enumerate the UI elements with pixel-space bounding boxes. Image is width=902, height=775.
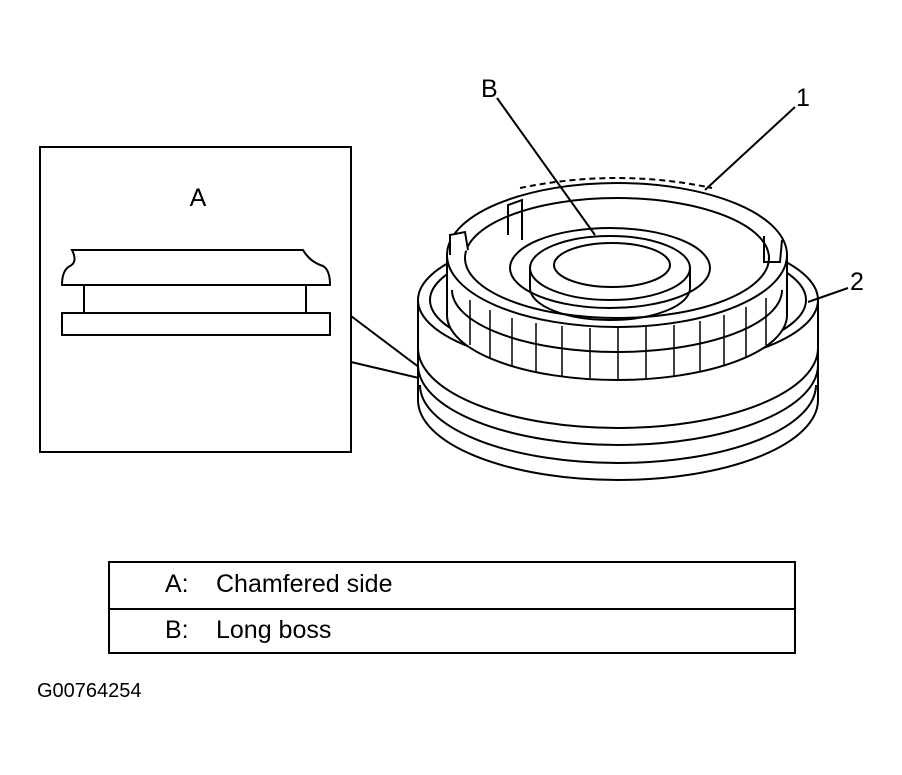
legend-table: A: Chamfered side B: Long boss — [108, 561, 796, 654]
figure-id: G00764254 — [37, 680, 142, 702]
legend-key: A: — [165, 570, 189, 598]
callout-b: B — [481, 75, 498, 103]
legend-text: Long boss — [216, 616, 332, 644]
hub-section — [83, 284, 307, 314]
callout-1: 1 — [796, 84, 810, 112]
hub-long-boss — [509, 227, 711, 321]
synchronizer-diagram: A — [39, 75, 864, 481]
bottom-plate — [61, 312, 331, 336]
callout-2: 2 — [850, 268, 864, 296]
legend-text: Chamfered side — [216, 570, 393, 598]
legend-row: B: Long boss — [110, 609, 794, 654]
inset-label: A — [190, 184, 207, 212]
inset-chamfer-detail: A — [39, 146, 352, 453]
chamfered-plate — [60, 249, 332, 286]
legend-row: A: Chamfered side — [110, 563, 794, 610]
legend-key: B: — [165, 616, 189, 644]
callout-leaders — [496, 97, 849, 303]
